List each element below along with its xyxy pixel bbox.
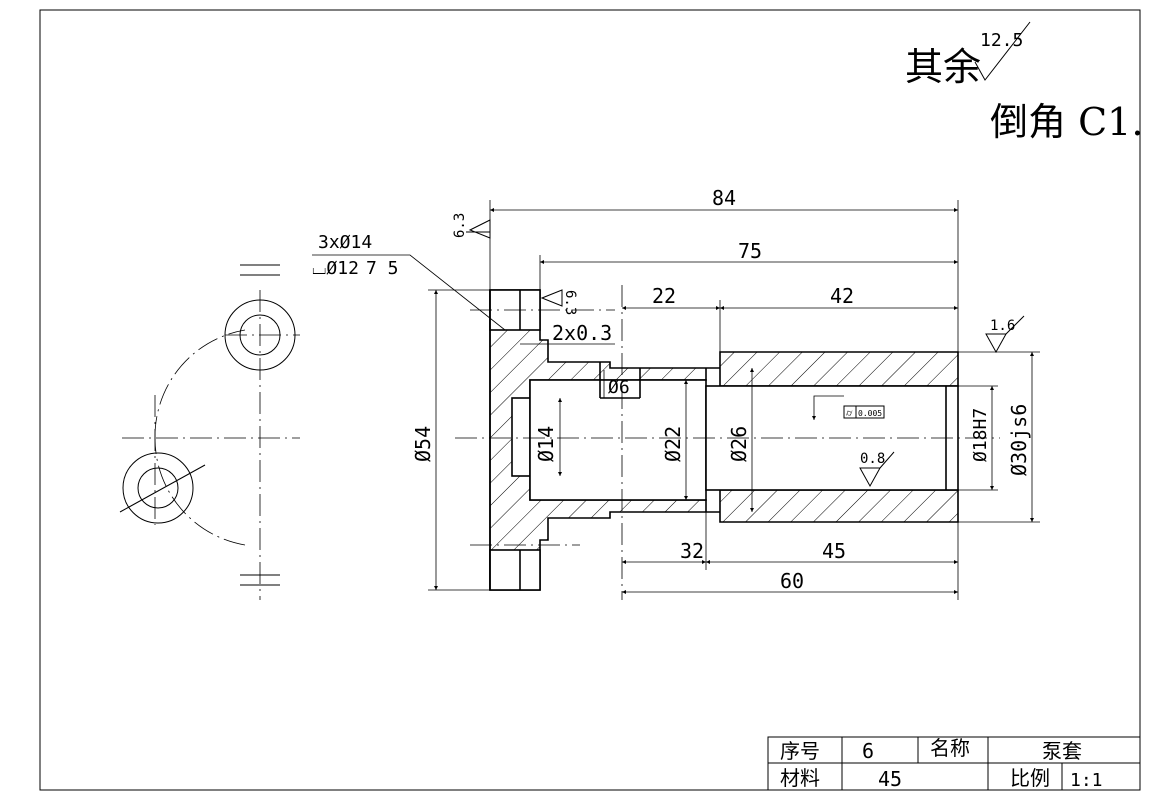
dim-dia-30js6: Ø30js6 [1007,404,1031,476]
drawing-border [39,9,1141,791]
holes-callout-depth: 7 5 [366,258,399,279]
title-scale-value: 1:1 [1070,770,1103,791]
remaining-surfaces-label: 其余 [905,45,981,89]
counterbore-outer-circle [224,299,296,371]
roughness-face-left: 6.3 [452,213,468,238]
tolerance-frame: ⌭ 0.005 [812,395,885,420]
dim-dia-14: Ø14 [534,426,558,462]
dim-dia-18h7: Ø18H7 [970,408,991,462]
dim-60: 60 [780,569,804,593]
dim-groove: 2x0.3 [552,321,612,345]
remaining-roughness-value: 12.5 [980,30,1023,51]
tolerance-value: 0.005 [858,409,882,418]
dim-75: 75 [738,239,762,263]
title-material-value: 45 [878,767,902,791]
title-block: 序号 6 名称 泵套 材料 45 比例 1:1 [767,736,1141,791]
hole-inner-circle [239,314,281,356]
tolerance-symbol: ⌭ [846,409,853,419]
holes-callout-line2: ⌴Ø12 [312,258,359,279]
hole-inner-circle-2 [137,467,179,509]
title-serial-label: 序号 [780,739,820,763]
dim-32: 32 [680,539,704,563]
dimension-texts: 84 75 22 42 32 45 60 Ø54 Ø14 Ø22 Ø26 Ø18… [312,186,1031,593]
dim-dia-22: Ø22 [661,426,685,462]
dim-45: 45 [822,539,846,563]
dim-dia-26: Ø26 [727,426,751,462]
dim-dia-6: Ø6 [608,377,630,398]
dim-42: 42 [830,284,854,308]
title-material-label: 材料 [780,766,820,790]
dim-dia-54: Ø54 [411,426,435,462]
dimension-lines [312,200,1040,600]
chamfer-note: 倒角 C1. [990,100,1143,144]
counterbore-outer-circle-2 [122,452,194,524]
title-name-label: 名称 [930,736,970,760]
title-scale-label: 比例 [1010,766,1050,790]
roughness-marks: 6.3 6.3 1.6 0.8 [452,213,1025,488]
general-notes: 其余 12.5 倒角 C1. [905,21,1143,144]
roughness-flange: 6.3 [562,290,578,315]
holes-callout-line1: 3xØ14 [318,232,372,253]
dim-22: 22 [652,284,676,308]
end-view [119,264,300,600]
title-serial-value: 6 [862,739,874,763]
roughness-bore: 0.8 [860,451,885,467]
dim-84: 84 [712,186,736,210]
title-name-value: 泵套 [1042,739,1082,763]
roughness-symbol [974,21,1031,81]
roughness-outer: 1.6 [990,318,1015,334]
